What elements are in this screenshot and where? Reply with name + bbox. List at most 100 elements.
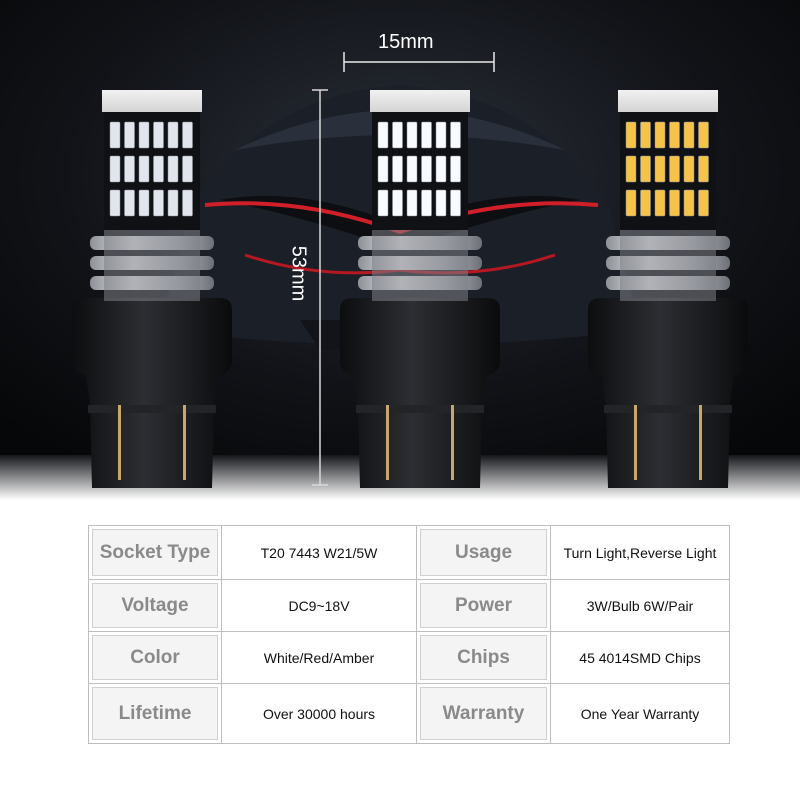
led-chip (698, 189, 709, 217)
spec-key-warranty: Warranty (417, 684, 550, 743)
led-chip (698, 121, 709, 149)
led-chip (153, 121, 164, 149)
led-chip (182, 121, 193, 149)
spec-key-chips: Chips (417, 632, 550, 683)
led-chip (377, 189, 389, 217)
led-chip (138, 121, 150, 149)
bulb-contact-wire (386, 405, 389, 480)
led-chip (124, 155, 135, 183)
led-chip (377, 121, 389, 149)
spec-key-color: Color (89, 632, 221, 683)
led-chip (669, 189, 680, 217)
led-chip (683, 121, 695, 149)
table-row-divider (89, 631, 729, 632)
spec-value-usage: Turn Light,Reverse Light (551, 526, 729, 579)
spec-value-lifetime: Over 30000 hours (222, 684, 416, 743)
led-chip (450, 121, 461, 149)
led-chip (640, 121, 651, 149)
led-chip (109, 189, 121, 217)
height-dimension-marker (312, 89, 328, 486)
amber-bulb (588, 90, 748, 488)
led-chip (167, 189, 179, 217)
led-chip (109, 121, 121, 149)
bulb-base (72, 298, 232, 488)
heatsink-core (104, 225, 200, 301)
bulb-base-rim (88, 405, 216, 413)
led-chip (450, 189, 461, 217)
led-chip (392, 189, 403, 217)
led-chip (167, 155, 179, 183)
led-chip (138, 155, 150, 183)
bulb-base (588, 298, 748, 488)
spec-value-chips: 45 4014SMD Chips (551, 632, 729, 683)
bulb-base-rim (604, 405, 732, 413)
spec-value-warranty: One Year Warranty (551, 684, 729, 743)
led-chip (138, 189, 150, 217)
led-chip (683, 189, 695, 217)
height-dimension-label: 53mm (287, 245, 310, 302)
table-col-divider (550, 526, 551, 743)
table-col-divider (416, 526, 417, 743)
bulb-contact-wire (451, 405, 454, 480)
bulb-contact-wire (118, 405, 121, 480)
bulbs-group (72, 90, 748, 488)
led-chip (421, 121, 432, 149)
led-chip (392, 121, 403, 149)
led-chip (654, 189, 666, 217)
led-chip (698, 155, 709, 183)
spec-key-socket-type: Socket Type (89, 526, 221, 579)
spec-value-color: White/Red/Amber (222, 632, 416, 683)
led-chip (377, 155, 389, 183)
led-chip (435, 121, 447, 149)
led-chip (421, 189, 432, 217)
led-chip (669, 155, 680, 183)
led-chip (625, 189, 637, 217)
led-chip (683, 155, 695, 183)
led-chip (124, 121, 135, 149)
led-chip (669, 121, 680, 149)
led-chip (182, 155, 193, 183)
led-chip (153, 189, 164, 217)
table-col-divider (221, 526, 222, 743)
bulb-contact-wire (183, 405, 186, 480)
spec-key-usage: Usage (417, 526, 550, 579)
led-chip (182, 189, 193, 217)
led-chip (167, 121, 179, 149)
spec-value-socket-type: T20 7443 W21/5W (222, 526, 416, 579)
heatsink-core (372, 225, 468, 301)
spec-value-power: 3W/Bulb 6W/Pair (551, 580, 729, 631)
pcb-top-cap (370, 90, 470, 112)
bulb-base (340, 298, 500, 488)
bulb-contact-wire (634, 405, 637, 480)
heatsink-core (620, 225, 716, 301)
red-bulb (72, 90, 232, 488)
led-chip (435, 189, 447, 217)
table-row-divider (89, 579, 729, 580)
bulb-contact-wire (699, 405, 702, 480)
bulb-base-rim (356, 405, 484, 413)
table-row-divider (89, 683, 729, 684)
led-chip (109, 155, 121, 183)
spec-key-voltage: Voltage (89, 580, 221, 631)
pcb-top-cap (102, 90, 202, 112)
led-chip (654, 121, 666, 149)
led-chip (654, 155, 666, 183)
led-chip (406, 121, 418, 149)
spec-value-voltage: DC9~18V (222, 580, 416, 631)
pcb-top-cap (618, 90, 718, 112)
led-chip (421, 155, 432, 183)
led-chip (406, 155, 418, 183)
spec-key-power: Power (417, 580, 550, 631)
product-photo-canvas (0, 0, 800, 500)
led-chip (450, 155, 461, 183)
white-bulb (340, 90, 500, 488)
led-chip (124, 189, 135, 217)
spec-table: Socket Type T20 7443 W21/5W Usage Turn L… (88, 525, 730, 744)
led-chip (640, 189, 651, 217)
product-photo (0, 0, 800, 500)
led-chip (625, 155, 637, 183)
led-chip (640, 155, 651, 183)
led-chip (625, 121, 637, 149)
led-chip (153, 155, 164, 183)
width-dimension-marker (343, 52, 495, 72)
